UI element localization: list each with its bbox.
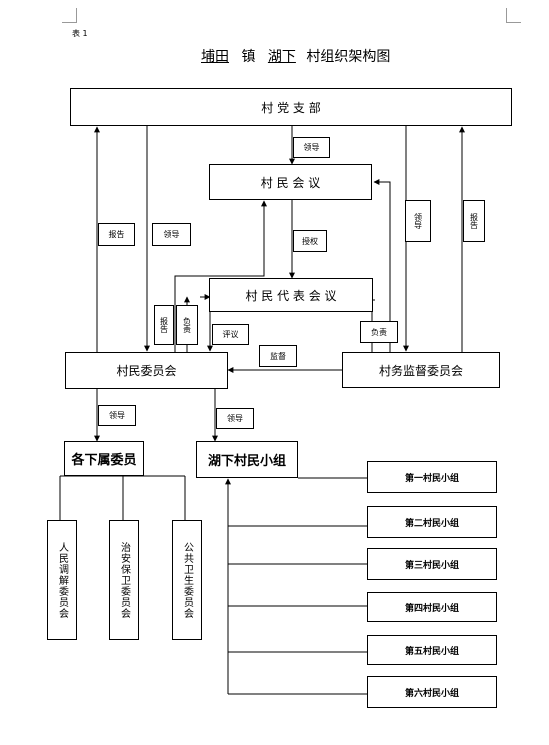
representatives-meeting-box: 村 民 代 表 会 议 <box>209 278 373 312</box>
villagers-committee-label: 村民委员会 <box>116 364 177 378</box>
edge-label-responsible-mid: 负责 <box>176 305 198 345</box>
edge-label-lead-top-text: 领导 <box>303 143 320 152</box>
edge-label-lead-left-text: 领导 <box>163 230 180 239</box>
title-village-name: 湖下 <box>267 49 296 65</box>
edge-label-lead-committee-left: 领导 <box>98 405 136 426</box>
group-box-6: 第六村民小组 <box>367 676 497 708</box>
group-label-4: 第四村民小组 <box>404 603 459 614</box>
group-label-1: 第一村民小组 <box>404 473 459 484</box>
edge-label-evaluate-text: 评议 <box>222 330 239 339</box>
representatives-meeting-label: 村 民 代 表 会 议 <box>245 288 337 303</box>
edge-label-report-mid: 报告 <box>154 305 174 345</box>
edge-label-supervise: 监督 <box>259 345 297 367</box>
mediation-committee-label: 人民调解委员会 <box>56 541 68 619</box>
edge-label-report-left-text: 报告 <box>108 230 125 239</box>
edge-label-lead-left: 领导 <box>152 223 191 246</box>
village-groups-box: 湖下村民小组 <box>196 441 298 478</box>
group-label-5: 第五村民小组 <box>404 646 459 657</box>
edge-label-report-mid-text: 报告 <box>159 317 169 333</box>
edge-label-authorize-text: 授权 <box>302 236 318 246</box>
edge-label-lead-right-text: 领导 <box>413 213 423 229</box>
edge-label-report-right-text: 报告 <box>469 213 479 229</box>
title-town-suffix: 镇 <box>241 49 256 65</box>
group-label-3: 第三村民小组 <box>404 560 459 571</box>
supervision-committee-box: 村务监督委员会 <box>342 352 500 388</box>
villagers-committee-box: 村民委员会 <box>65 352 228 389</box>
subordinate-committees-label: 各下属委员 <box>71 453 137 468</box>
page-corner-top-right <box>506 8 521 23</box>
edge-label-responsible-mid-text: 负责 <box>182 317 192 333</box>
villagers-meeting-box: 村 民 会 议 <box>209 164 372 200</box>
title-town-name: 埔田 <box>201 49 229 65</box>
villagers-meeting-label: 村 民 会 议 <box>260 175 321 190</box>
edge-label-lead-committee-right-text: 领导 <box>227 414 243 423</box>
edge-label-report-left: 报告 <box>98 223 135 246</box>
village-groups-label: 湖下村民小组 <box>207 454 286 469</box>
group-box-3: 第三村民小组 <box>367 548 497 580</box>
edge-label-supervise-text: 监督 <box>270 351 286 361</box>
subordinate-committees-box: 各下属委员 <box>64 441 144 476</box>
security-committee-label: 治安保卫委员会 <box>118 541 130 619</box>
edge-label-lead-top: 领导 <box>293 137 330 158</box>
group-box-4: 第四村民小组 <box>367 592 497 622</box>
supervision-committee-label: 村务监督委员会 <box>378 363 463 378</box>
party-branch-label: 村 党 支 部 <box>261 100 321 115</box>
edge-label-lead-committee-left-text: 领导 <box>109 411 125 420</box>
group-box-5: 第五村民小组 <box>367 635 497 665</box>
mediation-committee-box: 人民调解委员会 <box>47 520 77 640</box>
edge-label-report-right: 报告 <box>463 200 485 242</box>
edge-label-responsible-right-text: 负责 <box>371 327 387 337</box>
health-committee-box: 公共卫生委员会 <box>172 520 202 640</box>
group-box-1: 第一村民小组 <box>367 461 497 493</box>
health-committee-label: 公共卫生委员会 <box>181 541 193 619</box>
edge-label-evaluate: 评议 <box>212 324 249 345</box>
edge-label-lead-committee-right: 领导 <box>216 408 254 429</box>
page-title: 埔田 镇 湖下 村组织架构图 <box>195 46 390 66</box>
group-label-6: 第六村民小组 <box>404 688 459 699</box>
header-tag: 表 1 <box>72 29 88 38</box>
edge-supervision-to-meeting <box>373 179 391 352</box>
title-suffix: 村组织架构图 <box>306 49 391 65</box>
party-branch-box: 村 党 支 部 <box>70 88 512 126</box>
page-corner-top-left <box>62 8 77 23</box>
security-committee-box: 治安保卫委员会 <box>109 520 139 640</box>
edge-label-lead-right: 领导 <box>405 200 431 242</box>
group-box-2: 第二村民小组 <box>367 506 497 538</box>
edge-label-responsible-right: 负责 <box>360 321 398 343</box>
edge-loop-to-villagers-meeting <box>174 200 267 352</box>
group-label-2: 第二村民小组 <box>404 518 459 529</box>
edge-label-authorize: 授权 <box>293 230 327 252</box>
